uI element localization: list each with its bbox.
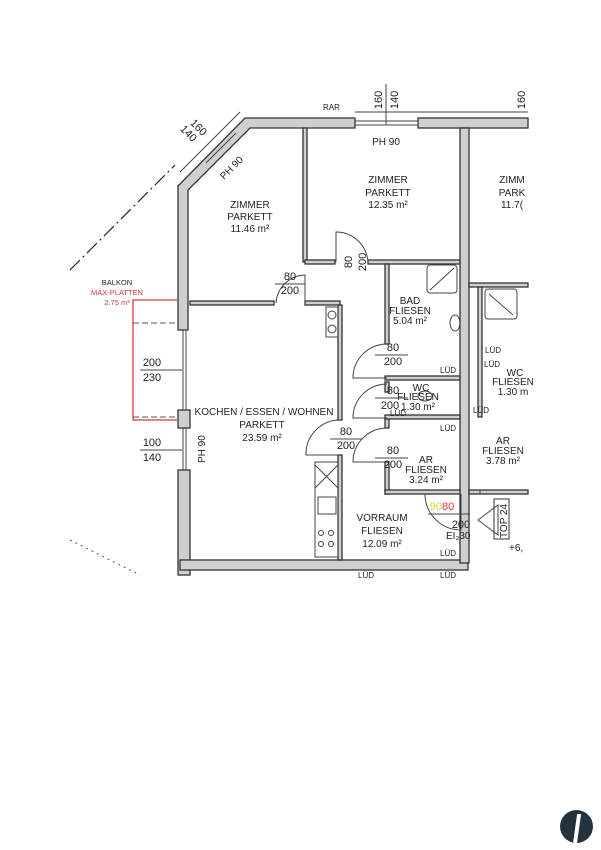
rooms-7-name-label: VORRAUM [356, 513, 407, 524]
company-logo [560, 810, 593, 843]
rooms-0-area-label: 11.46 m² [231, 224, 270, 235]
dims-d200-label: 200 [452, 519, 470, 531]
labels-ph90-label: PH 90 [372, 137, 400, 148]
dims-d80-label: 80 [343, 256, 355, 268]
rooms-2-floor-label: PARK [499, 188, 526, 199]
labels-ph90-label: PH 90 [218, 154, 246, 182]
room-vorraum: VORRAUM FLIESEN 12.09 m² [356, 513, 407, 550]
rooms-2-name-label: ZIMM [499, 175, 525, 186]
rooms-9-area-label: 1.30 m [498, 387, 529, 398]
dims-d80-label: 80 [284, 271, 296, 283]
rooms-0-name-label: ZIMMER [230, 200, 269, 211]
room-ar: AR FLIESEN 3.24 m² [405, 455, 447, 486]
rooms-0-floor-label: PARKETT [227, 212, 272, 223]
rooms-2-area-label: 11.7( [501, 200, 524, 211]
rooms-8-floor-label: FLIESEN [482, 446, 524, 457]
labels-lud-label: LÜD [390, 409, 406, 418]
labels-top-label: TOP 24 [499, 503, 510, 538]
door-width-old: 90 [430, 501, 442, 513]
dims-d230-label: 230 [143, 372, 161, 384]
rooms-1-floor-label: PARKETT [365, 188, 410, 199]
property-line-bottom [69, 539, 141, 576]
labels-lud-label: LÜD [440, 366, 456, 375]
dims-d80-label: 80 [340, 426, 352, 438]
room-kochen-essen-wohnen: KOCHEN / ESSEN / WOHNEN PARKETT 23.59 m² [195, 407, 334, 444]
room-zimmer-3: ZIMM PARK 11.7( [499, 175, 526, 211]
rooms-4-area-label: 1.30 m² [401, 402, 436, 413]
property-line [69, 164, 176, 271]
balcony-floor: MAX-PLATTEN [91, 288, 143, 297]
dims-d140-label: 140 [143, 452, 161, 464]
dims-w160-label: 160 [373, 91, 385, 109]
walls [177, 117, 529, 576]
rooms-3-area-label: 5.04 m² [393, 316, 428, 327]
rooms-8-area-label: 3.78 m² [486, 456, 521, 467]
rooms-4-name-label: WC [413, 383, 430, 394]
rooms-4-floor-label: FLIESEN [397, 392, 439, 403]
dims-w140-label: 140 [389, 91, 401, 109]
rooms-8-name-label: AR [496, 436, 510, 447]
labels-lud-label: LÜD [440, 549, 456, 558]
rooms-9-name-label: WC [507, 368, 524, 379]
room-ar-2: AR FLIESEN 3.78 m² [482, 436, 524, 467]
rooms-3-name-label: BAD [400, 296, 421, 307]
rooms-9-floor-label: FLIESEN [492, 377, 534, 388]
dims-d100-label: 100 [143, 437, 161, 449]
labels-rar-label: RAR [323, 103, 340, 112]
dims-d200-label: 200 [357, 253, 369, 271]
room-zimmer-2: ZIMMER PARKETT 12.35 m² [365, 175, 410, 211]
rooms-6-area-label: 23.59 m² [242, 433, 282, 444]
dims-w160-label: 160 [516, 91, 528, 109]
labels-ph90-label: PH 90 [197, 435, 208, 463]
room-wc: WC FLIESEN 1.30 m² [397, 383, 439, 413]
labels-ei30-label: EI₂30 [446, 531, 471, 542]
labels-lud-label: LÜD [440, 424, 456, 433]
dims-d80-label: 80 [387, 445, 399, 457]
rooms-6-name-label: KOCHEN / ESSEN / WOHNEN [195, 407, 334, 418]
labels-lud-label: LÜD [358, 571, 374, 580]
rooms-5-name-label: AR [419, 455, 433, 466]
labels-lud-label: LÜD [440, 571, 456, 580]
room-wc-2: WC FLIESEN 1.30 m [492, 368, 534, 398]
rooms-5-floor-label: FLIESEN [405, 465, 447, 476]
rooms-7-area-label: 12.09 m² [362, 539, 402, 550]
rooms-3-floor-label: FLIESEN [389, 306, 431, 317]
labels-level-label: +6, [509, 543, 523, 554]
balcony-name: BALKON [102, 278, 132, 287]
labels-lud-label: LÜD [484, 360, 500, 369]
rooms-6-floor-label: PARKETT [239, 420, 284, 431]
dims-d200-label: 200 [381, 400, 399, 412]
rooms-1-name-label: ZIMMER [368, 175, 407, 186]
dims-d200-label: 200 [384, 459, 402, 471]
dims-d80-label: 80 [387, 342, 399, 354]
fixtures [314, 264, 518, 558]
labels-lud-label: LÜD [473, 406, 489, 415]
labels-lud-label: LÜD [485, 346, 501, 355]
annotations: PH 90 PH 90 PH 90 RAR LÜD LÜD LÜD LÜD LÜ… [197, 103, 523, 580]
door-width-new: 80 [442, 501, 454, 513]
room-bad: BAD FLIESEN 5.04 m² [389, 296, 431, 327]
dims-d200b-label: 200 [143, 357, 161, 369]
dims-d200-label: 200 [281, 285, 299, 297]
door-swings [275, 231, 462, 531]
dims-d200-label: 200 [384, 356, 402, 368]
balcony-area: 2.75 m² [104, 298, 130, 307]
dims-d200-label: 200 [337, 440, 355, 452]
rooms-7-floor-label: FLIESEN [361, 526, 403, 537]
rooms-1-area-label: 12.35 m² [368, 200, 408, 211]
room-zimmer-1: ZIMMER PARKETT 11.46 m² [227, 200, 272, 235]
rooms-5-area-label: 3.24 m² [409, 475, 444, 486]
dims-d80-label: 80 [387, 385, 399, 397]
balcony: BALKON MAX-PLATTEN 2.75 m² [91, 278, 178, 421]
